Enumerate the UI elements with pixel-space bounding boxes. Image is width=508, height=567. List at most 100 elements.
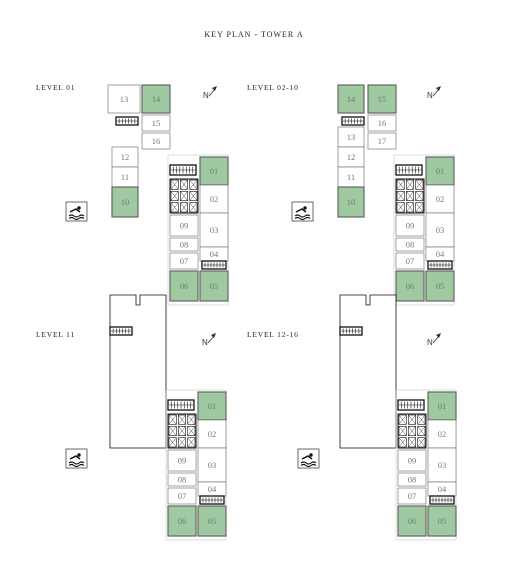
unit-label-01: 01: [438, 401, 447, 411]
unit-label-17: 17: [378, 136, 387, 146]
unit-label-08: 08: [180, 240, 189, 250]
unit-03: [197, 447, 227, 483]
lift-core-icon: [169, 178, 199, 214]
unit-07: [397, 487, 427, 505]
north-label: N: [202, 338, 208, 347]
unit-14: [141, 84, 171, 114]
unit-05: [425, 270, 455, 302]
unit-label-08: 08: [178, 475, 187, 485]
unit-label-02: 02: [438, 429, 447, 439]
unit-label-06: 06: [180, 281, 189, 291]
unit-03: [425, 212, 455, 248]
unit-label-03: 03: [436, 225, 445, 235]
unit-08: [167, 472, 197, 487]
unit-label-03: 03: [210, 225, 219, 235]
unit-07: [395, 252, 425, 270]
floor-plan-3: 01 02 03 04 05 06 07 08 09: [339, 294, 457, 541]
unit-03: [427, 447, 457, 483]
level-label-11: LEVEL 11: [36, 330, 75, 339]
unit-label-07: 07: [408, 491, 417, 501]
unit-06: [167, 505, 197, 537]
level-label-01: LEVEL 01: [36, 83, 76, 92]
unit-label-13: 13: [347, 132, 356, 142]
unit-label-04: 04: [208, 484, 217, 494]
unit-label-03: 03: [208, 460, 217, 470]
level-label-02-10: LEVEL 02-10: [247, 83, 299, 92]
unit-label-04: 04: [438, 484, 447, 494]
unit-label-06: 06: [408, 516, 417, 526]
unit-label-12: 12: [121, 152, 130, 162]
north-label: N: [427, 91, 433, 100]
north-arrow-icon: N: [202, 333, 216, 347]
unit-label-16: 16: [378, 118, 387, 128]
unit-label-01: 01: [436, 166, 445, 176]
unit-label-09: 09: [406, 221, 415, 231]
lift-core-icon: [167, 413, 197, 449]
level-label-12-16: LEVEL 12-16: [247, 330, 299, 339]
unit-label-05: 05: [436, 281, 445, 291]
unit-label-02: 02: [436, 194, 445, 204]
unit-01: [427, 391, 457, 421]
unit-09: [395, 214, 425, 237]
unit-label-03: 03: [438, 460, 447, 470]
unit-label-11: 11: [121, 172, 129, 182]
unit-08: [395, 237, 425, 252]
north-arrow-icon: N: [427, 333, 441, 347]
unit-label-04: 04: [436, 249, 445, 259]
unit-07: [167, 487, 197, 505]
unit-label-11: 11: [347, 172, 355, 182]
lift-core-icon: [397, 413, 427, 449]
swimming-pool-icon: [65, 448, 88, 469]
unit-label-09: 09: [408, 456, 417, 466]
unit-label-06: 06: [178, 516, 187, 526]
unit-label-14: 14: [347, 94, 356, 104]
unit-label-10: 10: [121, 197, 130, 207]
unit-14: [337, 84, 365, 114]
north-label: N: [427, 338, 433, 347]
unit-label-01: 01: [210, 166, 219, 176]
unit-label-07: 07: [178, 491, 187, 501]
unit-label-07: 07: [406, 256, 415, 266]
unit-label-06: 06: [406, 281, 415, 291]
unit-label-13: 13: [120, 94, 129, 104]
unit-label-07: 07: [180, 256, 189, 266]
unit-09: [169, 214, 199, 237]
unit-01: [425, 156, 455, 186]
unit-label-08: 08: [408, 475, 417, 485]
unit-10: [337, 186, 365, 218]
unit-08: [397, 472, 427, 487]
lift-core-icon: [395, 178, 425, 214]
unit-label-05: 05: [438, 516, 447, 526]
north-label: N: [203, 91, 209, 100]
tower-void-outline: [339, 294, 397, 449]
unit-label-05: 05: [208, 516, 217, 526]
unit-label-10: 10: [347, 197, 356, 207]
unit-13: [107, 84, 141, 114]
unit-16: [367, 114, 397, 132]
north-arrow-icon: N: [203, 86, 217, 100]
unit-10: [111, 186, 139, 218]
unit-06: [169, 270, 199, 302]
unit-label-12: 12: [347, 152, 356, 162]
unit-05: [199, 270, 229, 302]
unit-03: [199, 212, 229, 248]
north-arrow-icon: N: [427, 86, 441, 100]
unit-label-15: 15: [152, 118, 161, 128]
unit-label-02: 02: [208, 429, 217, 439]
unit-07: [169, 252, 199, 270]
unit-08: [169, 237, 199, 252]
unit-01: [197, 391, 227, 421]
unit-17: [367, 132, 397, 150]
unit-09: [167, 449, 197, 472]
unit-label-14: 14: [152, 94, 161, 104]
unit-05: [427, 505, 457, 537]
unit-09: [397, 449, 427, 472]
unit-02: [427, 419, 457, 449]
unit-02: [425, 184, 455, 214]
unit-label-09: 09: [180, 221, 189, 231]
unit-label-09: 09: [178, 456, 187, 466]
unit-16: [141, 132, 171, 150]
